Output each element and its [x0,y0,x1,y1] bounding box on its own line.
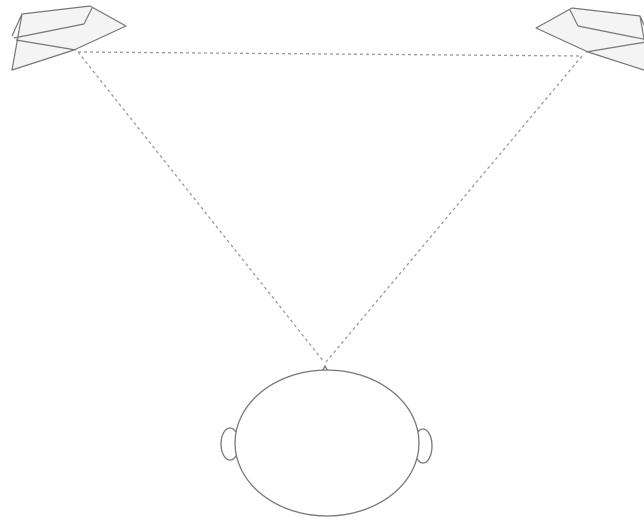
head-outline [235,370,419,516]
